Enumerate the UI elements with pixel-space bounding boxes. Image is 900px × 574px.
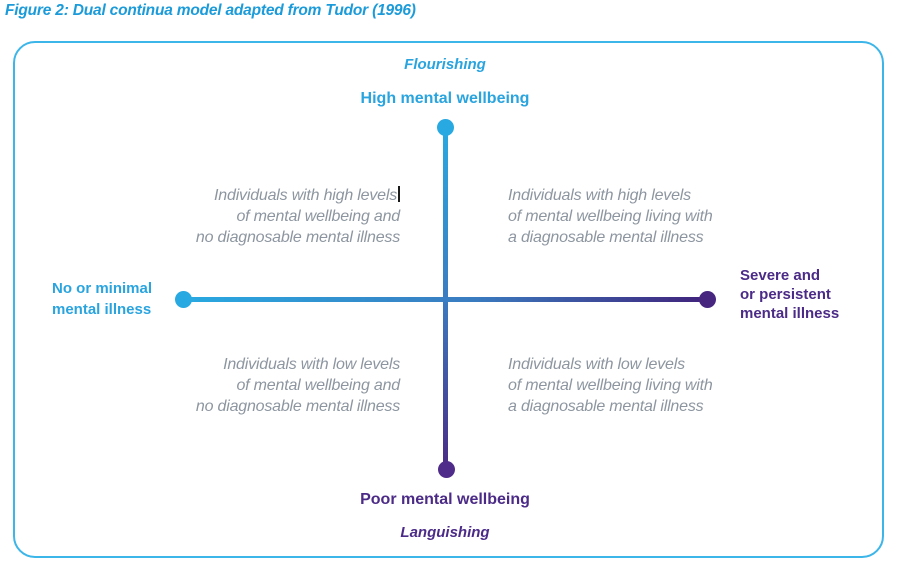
quadrant-bottom-left-line-2: of mental wellbeing and — [236, 377, 400, 394]
figure-border — [13, 41, 884, 558]
right-label-line-2: or persistent — [740, 286, 831, 303]
severe-persistent-mental-illness-label: Severe and or persistent mental illness — [740, 266, 839, 323]
quadrant-bottom-left-line-1: Individuals with low levels — [223, 356, 400, 373]
quadrant-top-right-line-2: of mental wellbeing living with — [508, 208, 713, 225]
horizontal-axis-right-endpoint-dot — [699, 291, 716, 308]
quadrant-bottom-right-text: Individuals with low levels of mental we… — [508, 354, 778, 417]
quadrant-bottom-right-line-3: a diagnosable mental illness — [508, 398, 704, 415]
right-label-line-3: mental illness — [740, 305, 840, 322]
quadrant-bottom-left-text: Individuals with low levels of mental we… — [130, 354, 400, 417]
vertical-axis-top-endpoint-dot — [437, 119, 454, 136]
quadrant-bottom-right-line-2: of mental wellbeing living with — [508, 377, 713, 394]
left-label-line-1: No or minimal — [52, 280, 153, 297]
quadrant-bottom-right-line-1: Individuals with low levels — [508, 356, 685, 373]
no-or-minimal-mental-illness-label: No or minimal mental illness — [52, 278, 152, 320]
right-label-line-1: Severe and — [740, 267, 821, 284]
left-label-line-2: mental illness — [52, 301, 152, 318]
poor-mental-wellbeing-label: Poor mental wellbeing — [360, 491, 530, 508]
vertical-axis-bottom-endpoint-dot — [438, 461, 455, 478]
quadrant-bottom-left-line-3: no diagnosable mental illness — [195, 398, 400, 415]
horizontal-axis-left-endpoint-dot — [175, 291, 192, 308]
high-mental-wellbeing-label: High mental wellbeing — [360, 90, 530, 107]
quadrant-top-right-text: Individuals with high levels of mental w… — [508, 185, 778, 248]
quadrant-top-right-line-3: a diagnosable mental illness — [508, 229, 704, 246]
quadrant-top-left-text[interactable]: Individuals with high levels of mental w… — [130, 185, 400, 248]
horizontal-axis-line — [184, 297, 708, 302]
quadrant-top-left-line-3: no diagnosable mental illness — [195, 229, 400, 246]
figure-title: Figure 2: Dual continua model adapted fr… — [5, 2, 416, 19]
quadrant-top-left-line-1: Individuals with high levels — [130, 185, 400, 206]
quadrant-top-right-line-1: Individuals with high levels — [508, 187, 691, 204]
text-cursor — [398, 186, 400, 202]
quadrant-top-left-line-2: of mental wellbeing and — [236, 208, 400, 225]
flourishing-label: Flourishing — [404, 56, 486, 73]
languishing-label: Languishing — [400, 524, 490, 541]
